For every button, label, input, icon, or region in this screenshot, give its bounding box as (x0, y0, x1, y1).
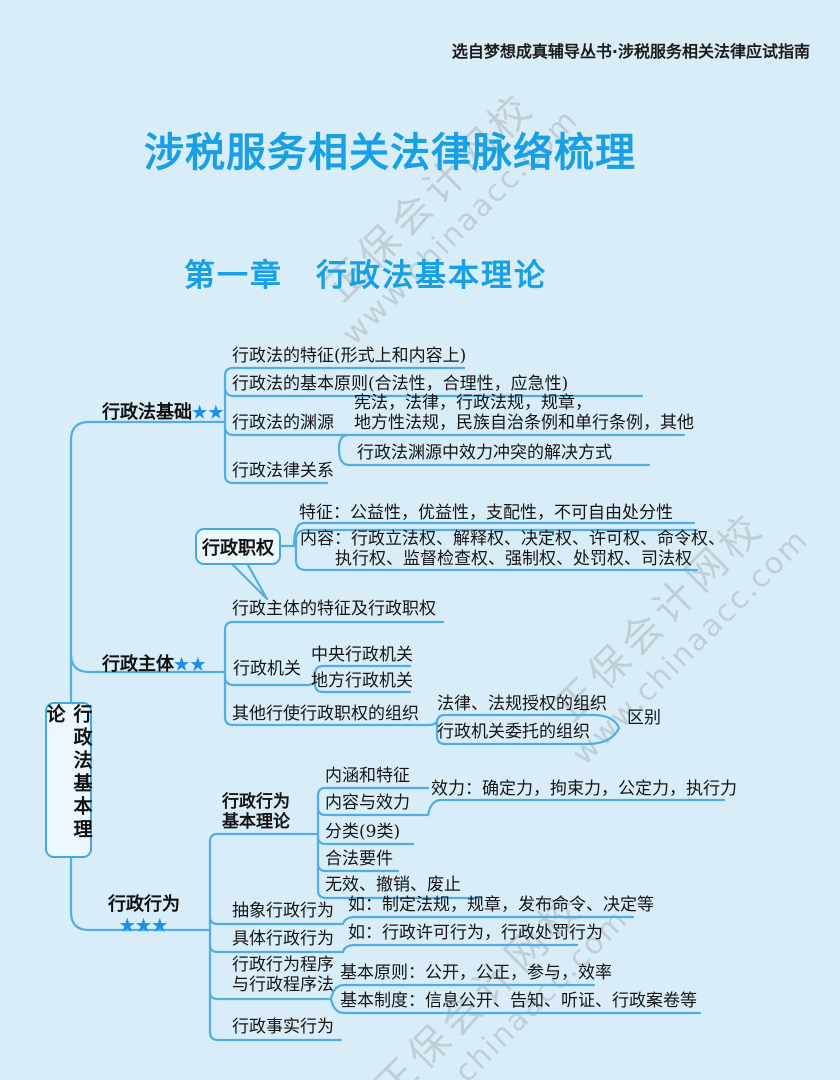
node-neihan[interactable]: 内涵和特征 (325, 766, 410, 786)
node-jbll-1[interactable]: 行政行为 (222, 792, 290, 812)
importance-stars: ★★ (192, 403, 225, 423)
node-falv-guanxi[interactable]: 行政法律关系 (232, 461, 334, 481)
root-node[interactable]: 行政法基本理论 (44, 702, 93, 858)
node-hefa-yaojian[interactable]: 合法要件 (325, 849, 393, 869)
node-jiben-yuanze-3[interactable]: 基本原则：公开，公正，参与，效率 (340, 963, 612, 983)
branch-label-xingzheng-zhuti[interactable]: 行政主体★★ (102, 654, 207, 675)
zhiquan-label: 行政职权 (202, 537, 274, 559)
node-chouxiang[interactable]: 抽象行政行为 (232, 901, 334, 921)
node-zhongyang-jiguan[interactable]: 中央行政机关 (311, 645, 413, 665)
node-neirong-xiaoli[interactable]: 内容与效力 (325, 793, 410, 813)
page-header: 选自梦想成真辅导丛书·涉税服务相关法律应试指南 (451, 42, 810, 61)
node-wuxiao[interactable]: 无效、撤销、废止 (325, 875, 461, 895)
node-juti-eg[interactable]: 如：行政许可行为，行政处罚行为 (348, 923, 603, 943)
node-yuanyuan-list-2[interactable]: 地方性法规，民族自治条例和单行条例，其他 (354, 413, 694, 433)
node-zhiquan-neirong-1[interactable]: 内容：行政立法权、解释权、决定权、许可权、命令权、 (300, 529, 725, 549)
node-fenlei[interactable]: 分类(9类) (325, 822, 401, 842)
node-chouxiang-eg[interactable]: 如：制定法规，规章，发布命令、决定等 (348, 895, 654, 915)
watermark: 正保会计网校 www.chinaacc.com (316, 83, 586, 353)
node-zhiquan-tezheng[interactable]: 特征：公益性，优益性，支配性，不可自由处分性 (299, 503, 673, 523)
chapter-title: 第一章 行政法基本理论 (184, 258, 547, 294)
node-tezheng[interactable]: 行政法的特征(形式上和内容上) (232, 346, 467, 366)
node-qubie[interactable]: 区别 (627, 708, 661, 728)
node-jbll-2[interactable]: 基本理论 (222, 812, 290, 832)
branch-label-xingzheng-xingwei[interactable]: 行政行为 ★★★ (108, 894, 180, 936)
node-chengxu-2[interactable]: 与行政程序法 (232, 975, 334, 995)
node-difang-jiguan[interactable]: 地方行政机关 (311, 671, 413, 691)
page-title: 涉税服务相关法律脉络梳理 (144, 129, 636, 176)
node-yuanyuan[interactable]: 行政法的渊源 (232, 413, 334, 433)
node-jiben-zhidu[interactable]: 基本制度：信息公开、告知、听证、行政案卷等 (340, 991, 697, 1011)
zhiquan-node[interactable]: 行政职权 (195, 528, 281, 565)
root-node-label: 行政法基本理论 (43, 704, 93, 842)
node-xiaoli-detail[interactable]: 效力：确定力，拘束力，公定力，执行力 (431, 779, 737, 799)
node-zhiquan-neirong-2[interactable]: 执行权、监督检查权、强制权、处罚权、司法权 (335, 549, 692, 569)
node-jiguan[interactable]: 行政机关 (233, 659, 301, 679)
node-shishi-xingwei[interactable]: 行政事实行为 (232, 1017, 334, 1037)
branch-label-xingzhengfa-jichu[interactable]: 行政法基础★★ (102, 402, 225, 423)
node-yuanyuan-list-1[interactable]: 宪法，法律，行政法规，规章， (354, 393, 592, 413)
node-weituo-zuzhi[interactable]: 行政机关委托的组织 (437, 722, 590, 742)
node-juti[interactable]: 具体行政行为 (232, 929, 334, 949)
node-qita-zuzhi[interactable]: 其他行使行政职权的组织 (232, 704, 419, 724)
importance-stars: ★★ (174, 655, 207, 675)
node-chongtu[interactable]: 行政法渊源中效力冲突的解决方式 (357, 443, 612, 463)
importance-stars: ★★★ (119, 916, 169, 936)
node-shouquan-zuzhi[interactable]: 法律、法规授权的组织 (437, 694, 607, 714)
node-jiben-yuanze[interactable]: 行政法的基本原则(合法性，合理性，应急性) (232, 374, 569, 394)
node-chengxu-1[interactable]: 行政行为程序 (232, 955, 334, 975)
node-zhuti-tezheng[interactable]: 行政主体的特征及行政职权 (232, 599, 436, 619)
